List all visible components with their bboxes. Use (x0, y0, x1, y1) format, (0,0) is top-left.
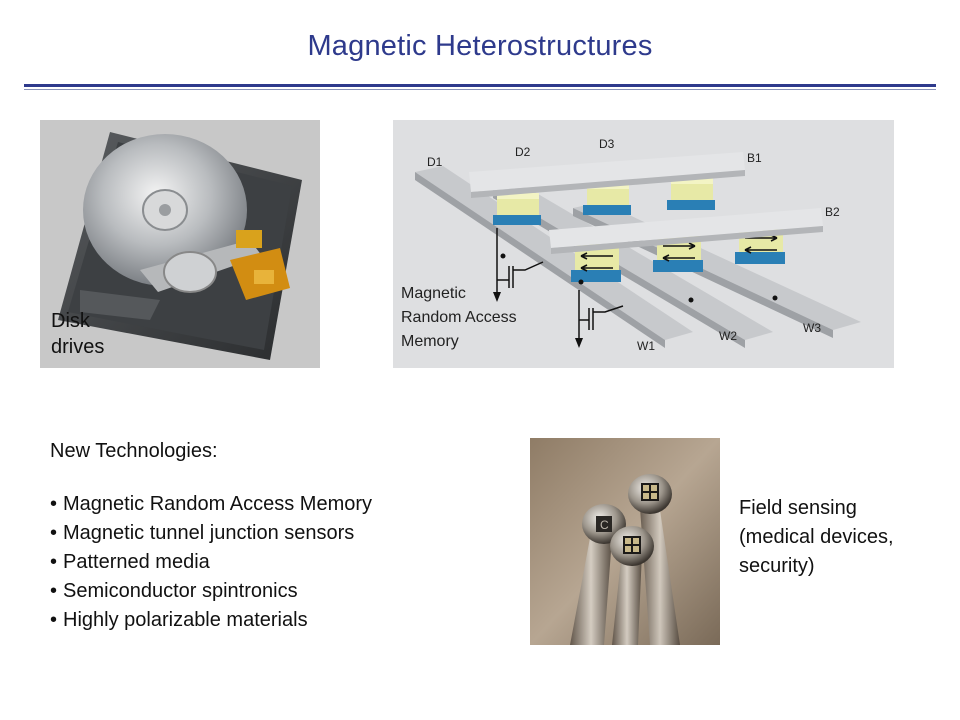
mram-diagram: D1 D2 D3 B1 B2 W1 W2 W3 (393, 120, 894, 368)
chip-mark: C (600, 518, 609, 532)
field-sensing-caption: Field sensing (medical devices, security… (739, 497, 894, 577)
new-technologies-list: New Technologies: •Magnetic Random Acces… (50, 436, 510, 635)
label-w2: W2 (719, 329, 737, 343)
title-underline (24, 84, 936, 87)
label-w3: W3 (803, 321, 821, 335)
disk-drives-label: Disk drives (51, 310, 105, 358)
title-underline-thin (24, 89, 936, 90)
label-b2: B2 (825, 205, 840, 219)
list-item: •Semiconductor spintronics (50, 580, 298, 602)
label-d3: D3 (599, 137, 615, 151)
list-item: •Highly polarizable materials (50, 609, 308, 631)
label-w1: W1 (637, 339, 655, 353)
sensor-photo: C (530, 438, 720, 645)
list-item: •Magnetic tunnel junction sensors (50, 522, 355, 544)
label-d2: D2 (515, 145, 531, 159)
list-heading: New Technologies: (50, 440, 218, 462)
hard-disk-photo (40, 120, 320, 368)
label-b1: B1 (747, 151, 762, 165)
slide-title: Magnetic Heterostructures (307, 30, 653, 62)
list-item: •Magnetic Random Access Memory (50, 493, 373, 515)
mram-caption: Magnetic Random Access Memory (401, 285, 517, 350)
label-d1: D1 (427, 155, 443, 169)
list-item: •Patterned media (50, 551, 210, 573)
